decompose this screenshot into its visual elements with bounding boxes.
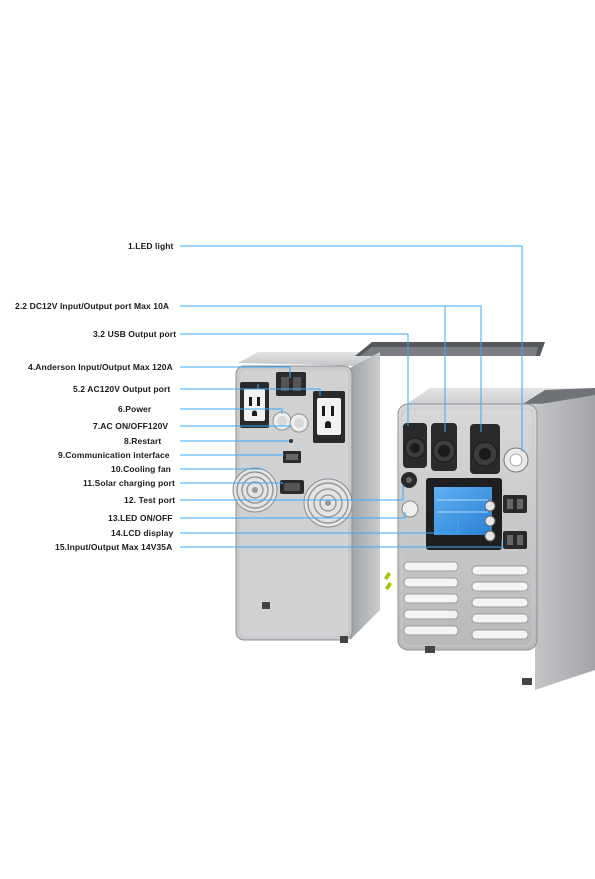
vent-grille-right: [471, 565, 529, 640]
label-test-port: 12. Test port: [124, 495, 176, 505]
lcd-button-icon: [484, 500, 496, 512]
lcd-button-icon: [484, 530, 496, 542]
leader-line-13: [180, 512, 406, 519]
cooling-fan-icon: [303, 478, 353, 528]
led-switch-icon: [401, 500, 419, 518]
ac-outlet-icon: [313, 391, 345, 443]
anderson-port-icon: [276, 372, 306, 396]
brand-logo-icon: [384, 572, 392, 590]
dc-socket-icon: [470, 424, 500, 474]
right-unit: [397, 388, 595, 690]
label-dc-port: 2.2 DC12V Input/Output port Max 10A: [15, 301, 170, 311]
label-solar-port: 11.Solar charging port: [83, 478, 175, 488]
leader-line-4: [180, 366, 291, 378]
ac-outlet-icon: [240, 382, 269, 428]
label-led-switch: 13.LED ON/OFF: [108, 513, 173, 523]
cooling-fan-icon: [232, 467, 278, 513]
label-ac-output: 5.2 AC120V Output port: [73, 384, 171, 394]
usb-port-icon: [403, 423, 427, 468]
label-communication: 9.Communication interface: [58, 450, 170, 460]
dc-socket-icon: [431, 423, 457, 471]
foot: [522, 678, 532, 685]
foot: [425, 646, 435, 653]
leader-line-14: [180, 520, 459, 534]
leader-line-6: [180, 408, 283, 414]
label-lcd: 14.LCD display: [111, 528, 174, 538]
anderson-output-icon: [503, 495, 527, 513]
leader-line-5: [180, 388, 321, 396]
foot: [340, 636, 348, 643]
label-ac-switch: 7.AC ON/OFF120V: [93, 421, 169, 431]
vent-grille-left: [403, 561, 459, 636]
anderson-output-icon: [503, 531, 527, 549]
restart-icon: [289, 439, 293, 443]
lcd-display-icon: [426, 478, 502, 550]
label-usb-port: 3.2 USB Output port: [93, 329, 177, 339]
label-power: 6.Power: [118, 404, 152, 414]
label-anderson: 4.Anderson Input/Output Max 120A: [28, 362, 173, 372]
label-led-light: 1.LED light: [128, 241, 174, 251]
leader-line-1: [180, 245, 523, 452]
lcd-button-icon: [484, 515, 496, 527]
label-restart: 8.Restart: [124, 436, 162, 446]
left-unit: [232, 342, 545, 643]
leader-lines: [180, 245, 523, 548]
leader-line-2a: [180, 305, 482, 432]
leader-line-15: [180, 540, 503, 548]
label-input-output: 15.Input/Output Max 14V35A: [55, 542, 173, 552]
leader-line-3: [180, 333, 409, 426]
leader-line-12: [180, 484, 404, 501]
label-cooling-fan: 10.Cooling fan: [111, 464, 171, 474]
foot: [262, 602, 270, 609]
